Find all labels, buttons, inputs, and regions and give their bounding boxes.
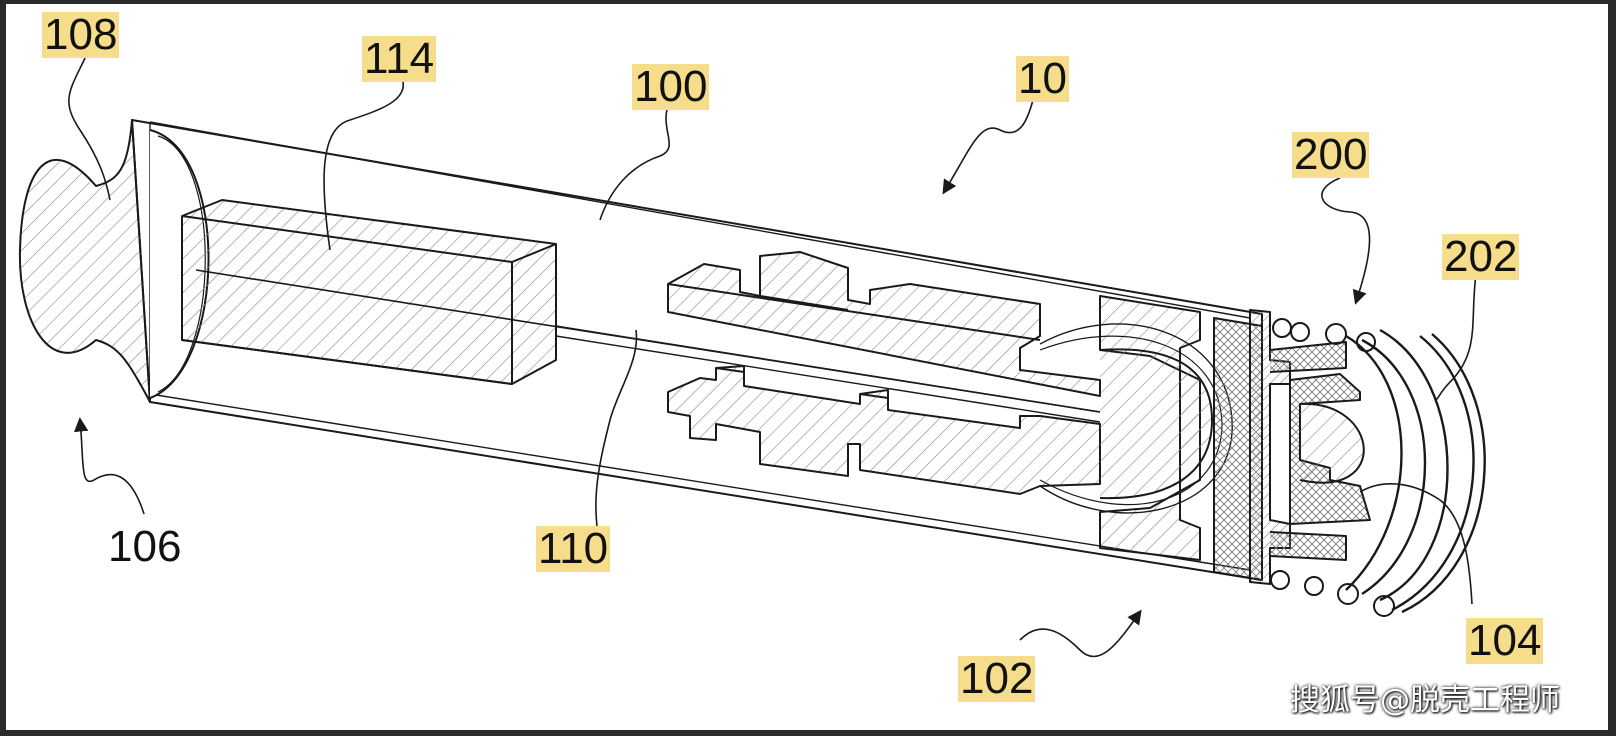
ref-label-200: 200 [1292,130,1370,179]
watermark: 搜狐号@脱壳工程师 [1290,683,1560,718]
ref-label-110: 110 [536,524,611,573]
ref-label-106: 106 [108,522,182,571]
end-assembly-102 [1039,295,1291,585]
ref-label-104: 104 [1466,616,1544,665]
block-114 [181,199,1101,413]
ref-label-100: 100 [632,62,710,111]
leader-lines [68,55,1477,658]
terminal-104 [1269,341,1371,561]
coils-200 [1270,318,1486,617]
ref-label-108: 108 [42,10,120,59]
ref-label-114: 114 [362,34,437,83]
cap-108 [18,119,210,403]
ref-label-10: 10 [1016,54,1069,103]
upper-mechanism [667,251,1101,397]
lower-mechanism [667,365,1101,495]
ref-label-102: 102 [958,654,1036,703]
ref-label-202: 202 [1442,232,1520,281]
shaft-110 [555,325,1101,423]
